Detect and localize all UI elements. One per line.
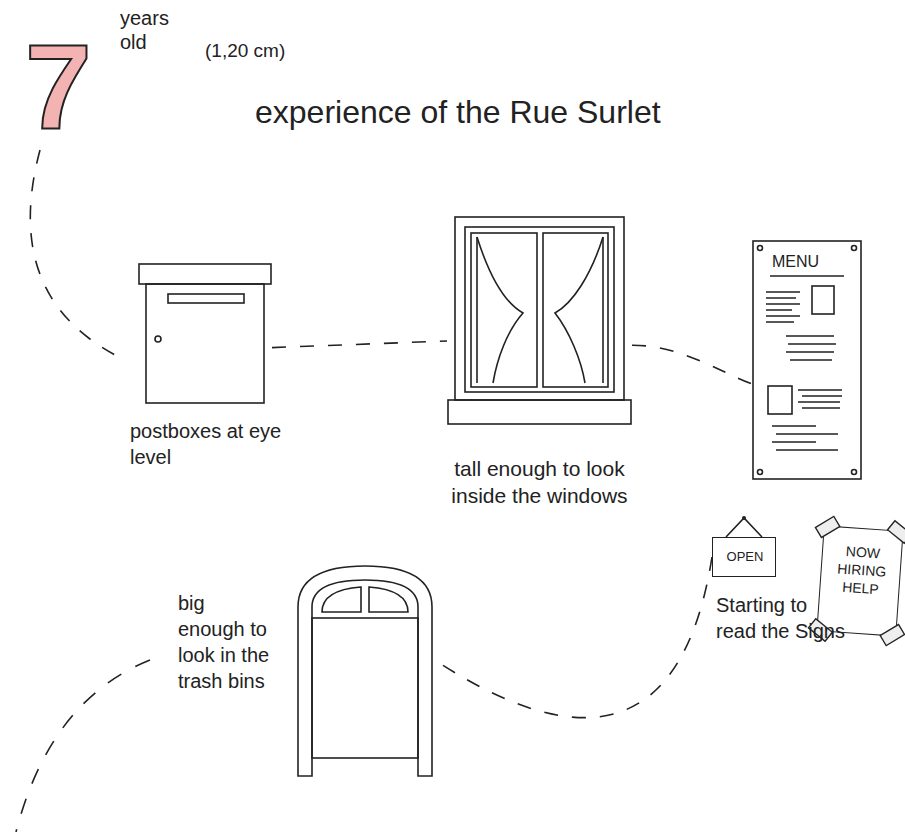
node-text: postboxes at eye level (130, 418, 290, 470)
sign-nail (742, 516, 746, 520)
age-number: 7 (25, 26, 115, 146)
sign-hanger (726, 518, 762, 537)
postbox: postboxes at eye level (138, 263, 272, 404)
trash-bin-drawing (290, 562, 440, 778)
open-sign: OPEN (712, 537, 776, 577)
leader-line (16, 660, 150, 832)
menu-board-drawing (752, 240, 862, 480)
window-drawing (447, 215, 632, 425)
node-text: OPEN (713, 549, 777, 566)
node-text: big enough to look in the trash bins (178, 590, 276, 694)
height-note: (1,20 cm) (205, 40, 305, 63)
dashed-path (440, 557, 712, 718)
age-note: years old (120, 6, 182, 54)
leader-line (30, 150, 125, 360)
hiring-sign: NOW HIRING HELP (816, 525, 903, 636)
menu-board: MENU (752, 240, 862, 480)
sketch-title: experience of the Rue Surlet (255, 92, 775, 134)
node-text: MENU (772, 252, 852, 273)
dashed-path (272, 341, 447, 348)
postbox-drawing (138, 263, 272, 404)
window: tall enough to look inside the windows (447, 215, 632, 425)
signs-caption: Starting to read the Signs (716, 592, 848, 644)
dashed-path (632, 345, 752, 384)
node-text: NOW HIRING HELP (824, 541, 900, 600)
node-text: tall enough to look inside the windows (437, 455, 642, 510)
trash-bin: big enough to look in the trash bins (290, 562, 440, 778)
